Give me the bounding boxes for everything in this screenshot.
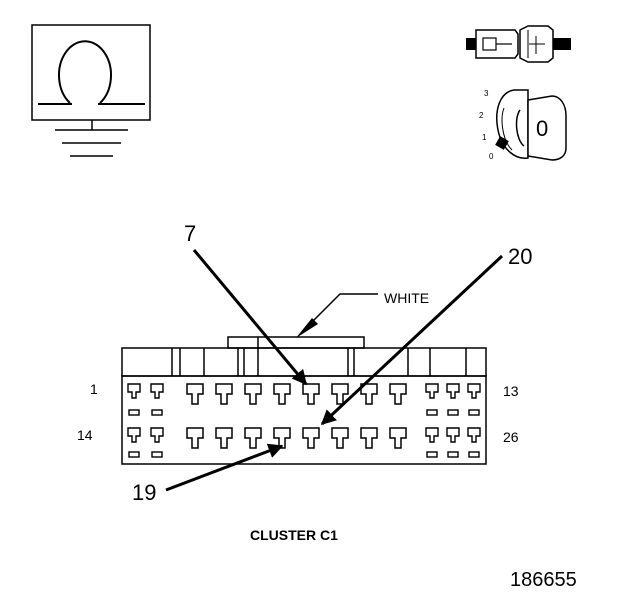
terminal-cavity (302, 427, 320, 449)
row-label-top-start: 1 (90, 381, 98, 397)
terminal-cavity (215, 383, 233, 405)
ignition-position-3: 3 (484, 89, 489, 98)
terminal-cavity (215, 427, 233, 449)
terminal-cavities (127, 383, 481, 458)
terminal-cavity (273, 383, 291, 405)
terminal-latch (426, 451, 438, 458)
row-label-bottom-end: 26 (503, 429, 519, 445)
callout-7-arrow (192, 249, 308, 386)
terminal-latch (128, 409, 140, 416)
terminal-latch (151, 451, 163, 458)
terminal-cavity-small (446, 427, 460, 443)
terminal-latch (447, 409, 459, 416)
terminal-cavity (273, 427, 291, 449)
connector-body (121, 336, 487, 465)
figure-number: 186655 (510, 569, 577, 591)
terminal-cavity (331, 427, 349, 449)
unplugged-connector-icon (466, 25, 571, 63)
wire-color-label: WHITE (384, 290, 430, 306)
ignition-switch-icon (495, 89, 567, 161)
terminal-cavity-small (446, 383, 460, 399)
ignition-position-1: 1 (482, 133, 487, 142)
terminal-cavity (389, 383, 407, 405)
terminal-latch (447, 451, 459, 458)
ignition-key-label: 0 (536, 116, 549, 141)
terminal-latch (426, 409, 438, 416)
wire-color-leader (296, 293, 378, 338)
terminal-latch (128, 451, 140, 458)
terminal-latch (151, 409, 163, 416)
callout-7: 7 (184, 221, 197, 246)
terminal-cavity (302, 383, 320, 405)
terminal-cavity (186, 383, 204, 405)
row-label-top-end: 13 (503, 383, 519, 399)
callout-20-arrow (320, 254, 504, 426)
terminal-cavity-small (150, 427, 164, 443)
terminal-cavity-small (150, 383, 164, 399)
callout-arrows (165, 249, 504, 492)
terminal-cavity (360, 383, 378, 405)
ignition-position-0: 0 (489, 152, 494, 161)
terminal-latch (468, 451, 480, 458)
terminal-cavity-small (425, 383, 439, 399)
terminal-cavity-small (467, 383, 481, 399)
ohmmeter-ground-icon (31, 24, 151, 157)
terminal-cavity (244, 427, 262, 449)
callout-20: 20 (508, 244, 533, 269)
connector-name: CLUSTER C1 (250, 527, 338, 543)
terminal-cavity (244, 383, 262, 405)
row-label-bottom-start: 14 (77, 427, 93, 443)
terminal-cavity-small (467, 427, 481, 443)
callout-19-arrow (165, 443, 284, 492)
terminal-cavity-small (127, 383, 141, 399)
terminal-cavity (389, 427, 407, 449)
terminal-cavity-small (127, 427, 141, 443)
terminal-cavity-small (425, 427, 439, 443)
terminal-latch (468, 409, 480, 416)
ignition-position-2: 2 (479, 111, 484, 120)
terminal-cavity (360, 427, 378, 449)
callout-19: 19 (132, 480, 157, 505)
terminal-cavity (186, 427, 204, 449)
